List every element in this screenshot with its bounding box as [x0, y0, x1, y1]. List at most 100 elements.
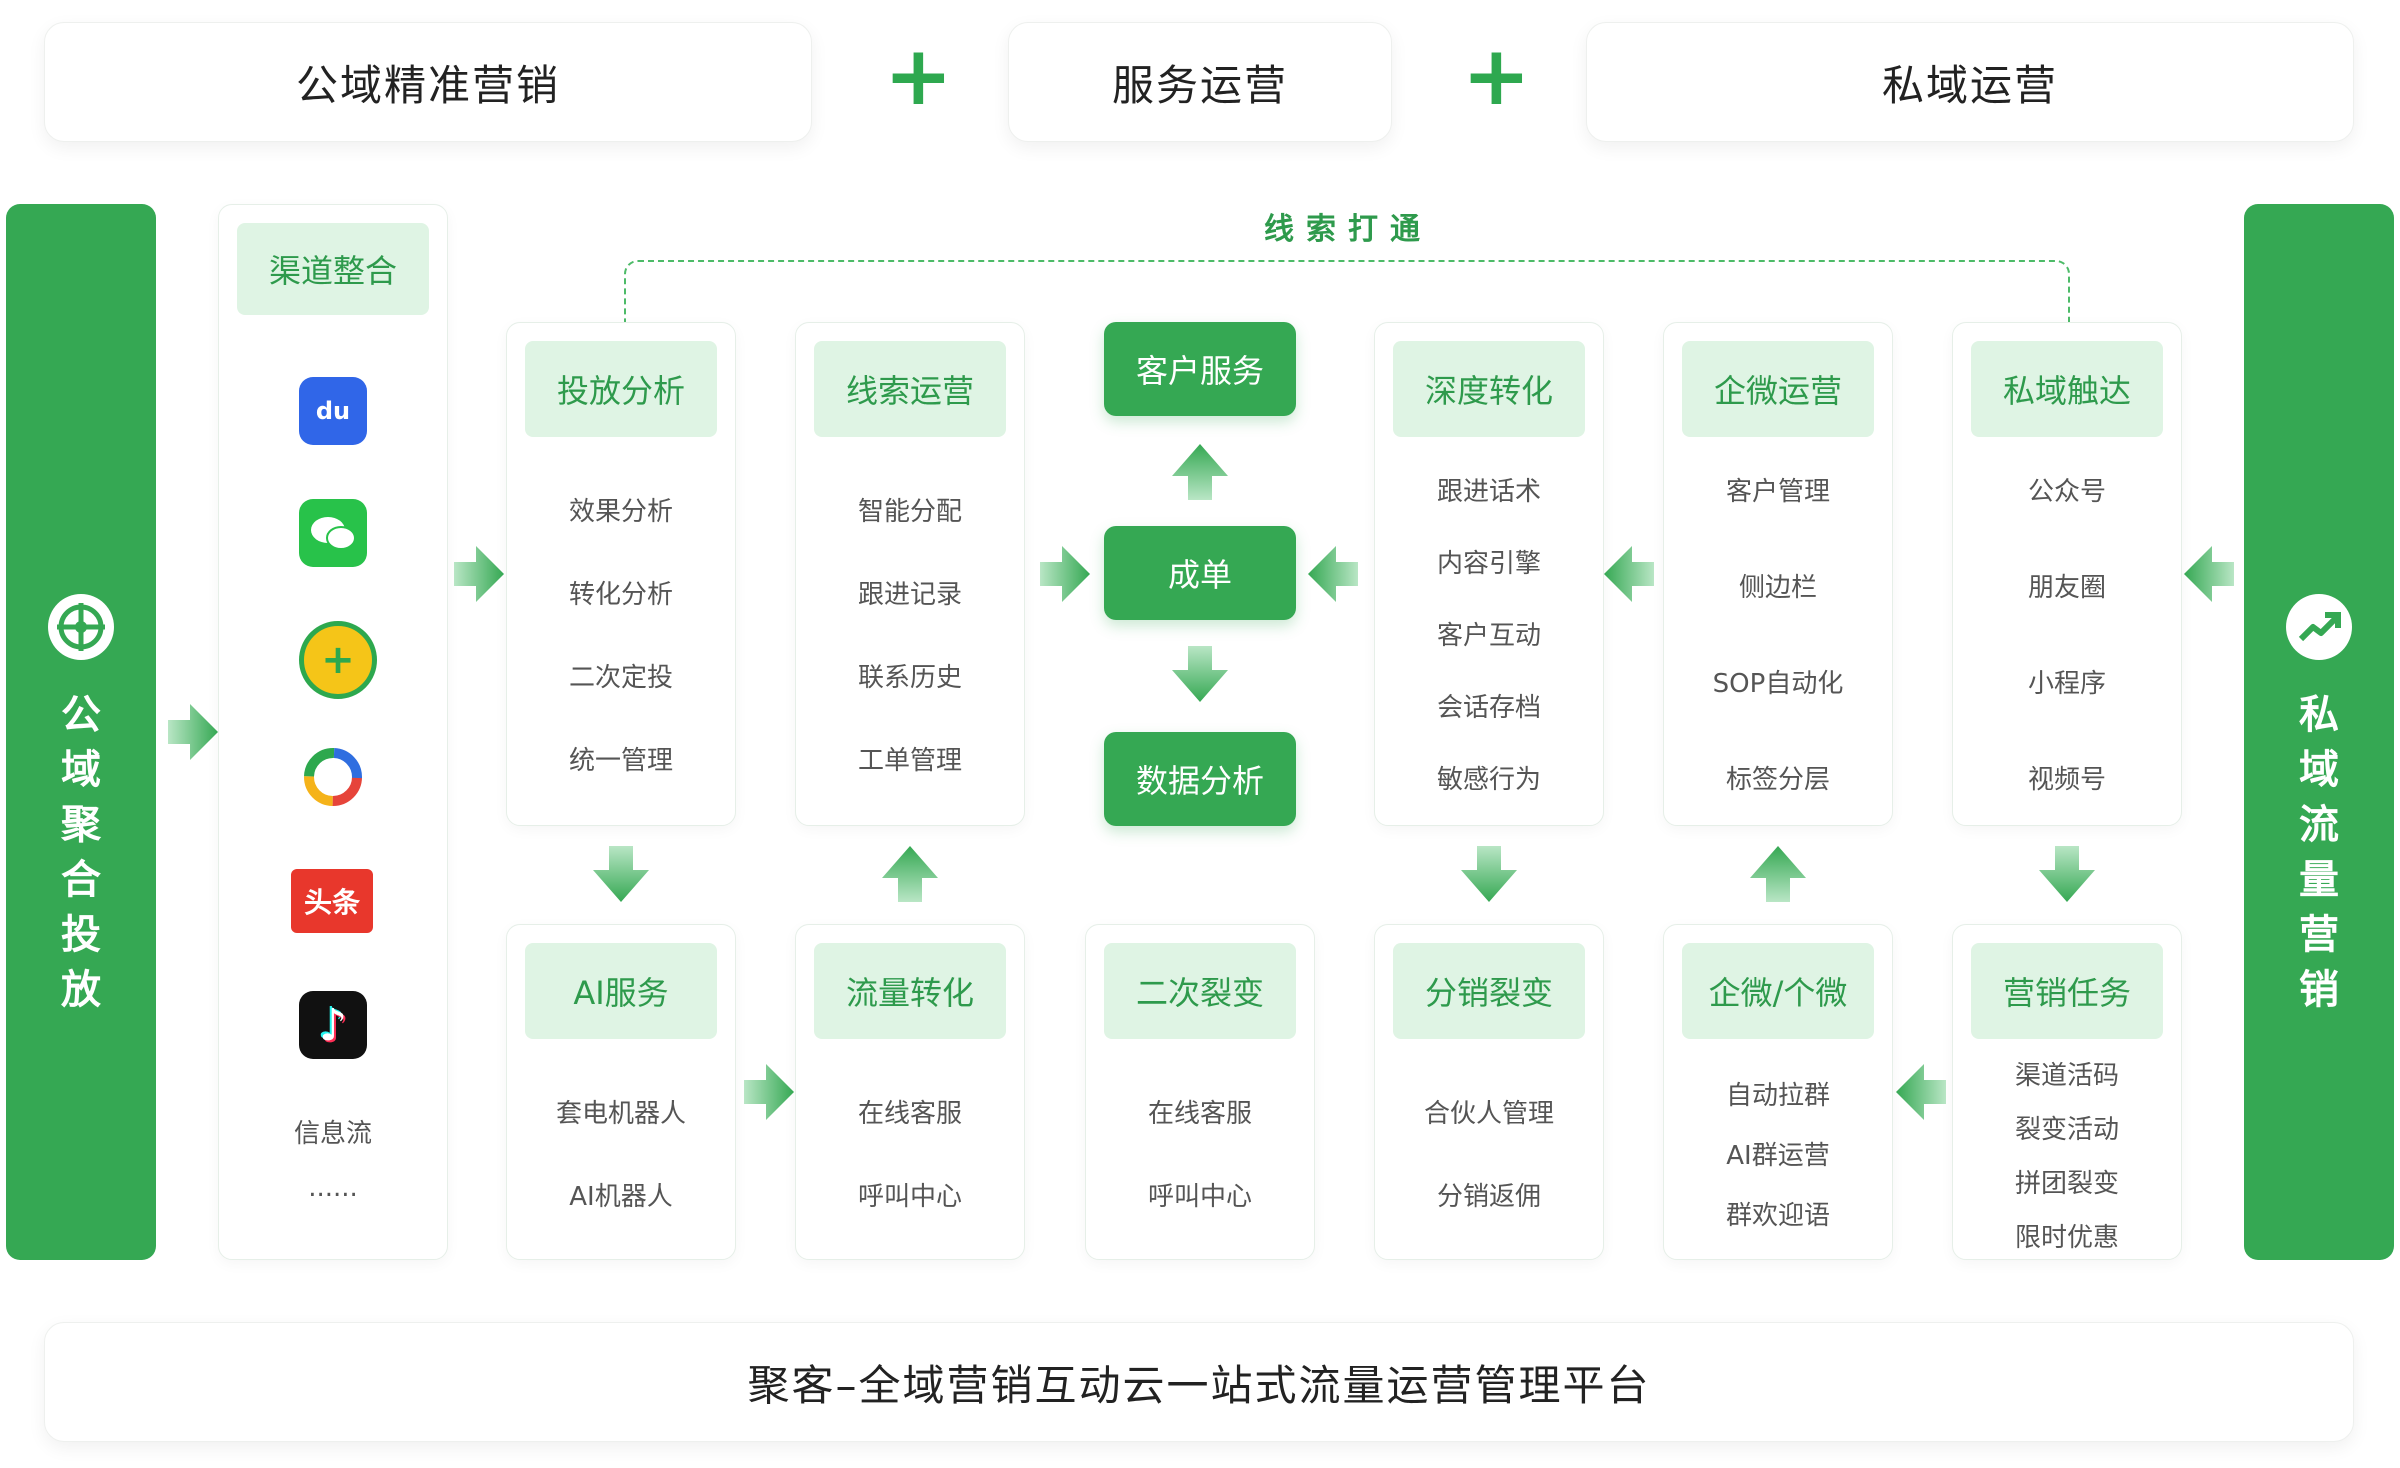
douyin-logo: ♪: [299, 991, 367, 1059]
list-item: 智能分配: [857, 497, 962, 527]
list-item: AI机器人: [569, 1182, 673, 1212]
arrow-left-icon: [1896, 1064, 1946, 1120]
card-deep-conversion: 深度转化 跟进话术 内容引擎 客户互动 会话存档 敏感行为: [1374, 322, 1604, 826]
platform-footer: 聚客–全域营销互动云一站式流量运营管理平台: [44, 1322, 2354, 1442]
channel-item: ......: [308, 1173, 358, 1203]
list-item: 在线客服: [857, 1099, 962, 1129]
list-item: AI群运营: [1726, 1141, 1830, 1171]
sogou-logo: [299, 743, 367, 811]
customer-service-box: 客户服务: [1104, 322, 1296, 416]
card-lead-ops: 线索运营 智能分配 跟进记录 联系历史 工单管理: [795, 322, 1025, 826]
list-item: 裂变活动: [2014, 1115, 2119, 1145]
right-bar: 私域流量营销: [2244, 204, 2394, 1260]
baidu-logo: du: [299, 377, 367, 445]
trend-up-icon: [2286, 594, 2352, 660]
lead-link-line: [624, 260, 2070, 324]
channel-item: 信息流: [293, 1119, 372, 1149]
list-item: 渠道活码: [2014, 1061, 2119, 1091]
list-item: 拼团裂变: [2014, 1169, 2119, 1199]
card-private-reach: 私域触达 公众号 朋友圈 小程序 视频号: [1952, 322, 2182, 826]
card-second-fission: 二次裂变 在线客服 呼叫中心: [1085, 924, 1315, 1260]
list-item: 客户管理: [1725, 477, 1830, 507]
card-title: 线索运营: [814, 341, 1006, 437]
list-item: 呼叫中心: [857, 1182, 962, 1212]
card-ai-service: AI服务 套电机器人 AI机器人: [506, 924, 736, 1260]
list-item: 群欢迎语: [1725, 1201, 1830, 1231]
list-item: 效果分析: [568, 497, 673, 527]
list-item: 套电机器人: [555, 1099, 686, 1129]
list-item: 公众号: [2027, 477, 2106, 507]
list-item: 联系历史: [857, 663, 962, 693]
card-distribution-fission: 分销裂变 合伙人管理 分销返佣: [1374, 924, 1604, 1260]
list-item: 自动拉群: [1725, 1081, 1830, 1111]
top-service-ops: 服务运营: [1008, 22, 1392, 142]
arrow-left-icon: [2184, 546, 2234, 602]
card-title: AI服务: [525, 943, 717, 1039]
arrow-down-icon: [2039, 846, 2095, 902]
card-marketing-tasks: 营销任务 渠道活码 裂变活动 拼团裂变 限时优惠: [1952, 924, 2182, 1260]
list-item: 会话存档: [1436, 693, 1541, 723]
card-traffic-conversion: 流量转化 在线客服 呼叫中心: [795, 924, 1025, 1260]
lead-link-label: 线索打通: [1264, 212, 1432, 247]
wechat-logo: [299, 499, 367, 567]
arrow-up-icon: [1750, 846, 1806, 902]
list-item: 统一管理: [568, 746, 673, 776]
channels-title: 渠道整合: [237, 223, 429, 315]
card-title: 二次裂变: [1104, 943, 1296, 1039]
deal-box: 成单: [1104, 526, 1296, 620]
list-item: 标签分层: [1725, 765, 1830, 795]
data-analysis-box: 数据分析: [1104, 732, 1296, 826]
plus-icon: +: [884, 29, 953, 124]
list-item: 二次定投: [568, 663, 673, 693]
list-item: 在线客服: [1147, 1099, 1252, 1129]
card-title: 企微运营: [1682, 341, 1874, 437]
arrow-up-icon: [1172, 444, 1228, 500]
list-item: 分销返佣: [1436, 1182, 1541, 1212]
top-private-ops: 私域运营: [1586, 22, 2354, 142]
list-item: 敏感行为: [1436, 765, 1541, 795]
list-item: 跟进话术: [1436, 477, 1541, 507]
crosshair-icon: [48, 594, 114, 660]
arrow-left-icon: [1308, 546, 1358, 602]
card-title: 私域触达: [1971, 341, 2163, 437]
card-title: 投放分析: [525, 341, 717, 437]
list-item: 内容引擎: [1436, 549, 1541, 579]
list-item: 小程序: [2027, 669, 2106, 699]
channels-card: 渠道整合 du + 头条 ♪ 信息流 ......: [218, 204, 448, 1260]
top-public-marketing: 公域精准营销: [44, 22, 812, 142]
toutiao-logo: 头条: [291, 869, 373, 933]
card-title: 营销任务: [1971, 943, 2163, 1039]
right-bar-text: 私域流量营销: [2299, 692, 2339, 1013]
list-item: 呼叫中心: [1147, 1182, 1252, 1212]
list-item: 限时优惠: [2014, 1223, 2119, 1253]
card-wecom-ops: 企微运营 客户管理 侧边栏 SOP自动化 标签分层: [1663, 322, 1893, 826]
arrow-down-icon: [1461, 846, 1517, 902]
list-item: 视频号: [2027, 765, 2106, 795]
card-wecom-personal: 企微/个微 自动拉群 AI群运营 群欢迎语: [1663, 924, 1893, 1260]
left-bar-text: 公域聚合投放: [61, 692, 101, 1013]
arrow-right-icon: [168, 704, 218, 760]
list-item: 朋友圈: [2027, 573, 2106, 603]
plus-icon: +: [1462, 29, 1531, 124]
arrow-down-icon: [1172, 646, 1228, 702]
card-title: 分销裂变: [1393, 943, 1585, 1039]
arrow-right-icon: [1040, 546, 1090, 602]
list-item: 工单管理: [857, 746, 962, 776]
card-title: 企微/个微: [1682, 943, 1874, 1039]
arrow-down-icon: [593, 846, 649, 902]
list-item: SOP自动化: [1712, 669, 1844, 699]
card-title: 流量转化: [814, 943, 1006, 1039]
arrow-right-icon: [454, 546, 504, 602]
card-title: 深度转化: [1393, 341, 1585, 437]
arrow-right-icon: [744, 1064, 794, 1120]
arrow-left-icon: [1604, 546, 1654, 602]
card-ad-analysis: 投放分析 效果分析 转化分析 二次定投 统一管理: [506, 322, 736, 826]
list-item: 合伙人管理: [1423, 1099, 1554, 1129]
qihoo-360-logo: +: [299, 621, 377, 699]
list-item: 客户互动: [1436, 621, 1541, 651]
list-item: 跟进记录: [857, 580, 962, 610]
left-bar: 公域聚合投放: [6, 204, 156, 1260]
arrow-up-icon: [882, 846, 938, 902]
list-item: 侧边栏: [1738, 573, 1817, 603]
list-item: 转化分析: [568, 580, 673, 610]
